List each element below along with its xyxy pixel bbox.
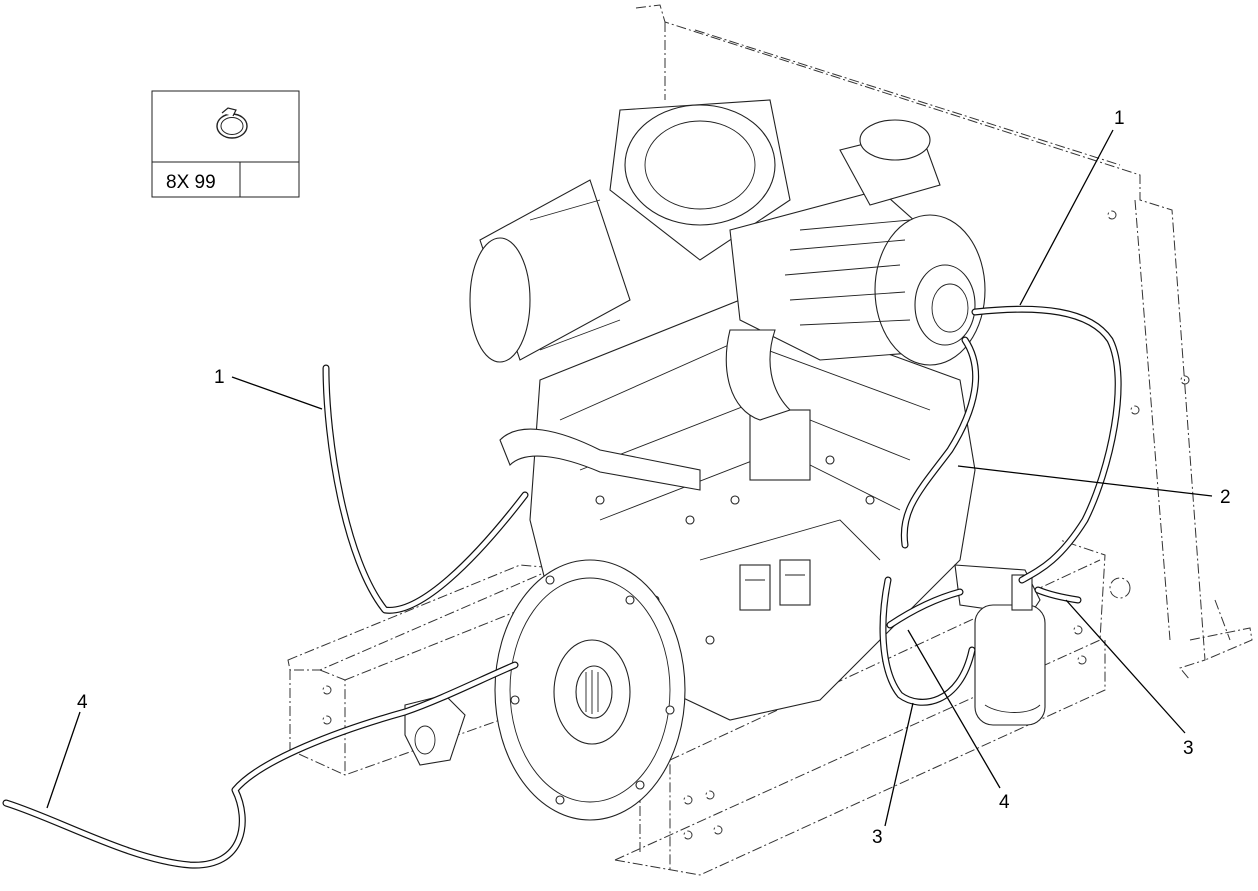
turbo-housing bbox=[609, 99, 791, 261]
hose-4-bottom bbox=[886, 588, 964, 629]
kit-quantity-label: 8X 99 bbox=[166, 172, 216, 193]
hose-1-left bbox=[322, 364, 529, 614]
alternator bbox=[469, 179, 631, 363]
callout-3-bottom: 3 bbox=[872, 827, 883, 848]
engine-assembly bbox=[404, 99, 1046, 821]
leader-lines bbox=[46, 129, 1213, 827]
callout-2: 2 bbox=[1220, 487, 1231, 508]
hose-clamp-icon bbox=[216, 107, 248, 139]
rear-frame-outline bbox=[635, 4, 1253, 681]
flywheel bbox=[494, 559, 686, 821]
fuel-filter bbox=[954, 564, 1046, 726]
hose-3-right bbox=[1034, 586, 1082, 604]
air-cleaner bbox=[729, 119, 986, 366]
hose-1-right bbox=[971, 305, 1122, 584]
callout-4-bottom: 4 bbox=[999, 792, 1010, 813]
callout-4-left: 4 bbox=[77, 692, 88, 713]
callout-1-left: 1 bbox=[214, 367, 225, 388]
callout-1-right: 1 bbox=[1114, 108, 1125, 129]
callout-3-right: 3 bbox=[1183, 738, 1194, 759]
hardware-kit-box: 8X 99 bbox=[151, 90, 300, 198]
hose-3-bottom bbox=[879, 576, 976, 706]
hose-4-left bbox=[2, 661, 519, 869]
hose-2 bbox=[900, 336, 980, 549]
